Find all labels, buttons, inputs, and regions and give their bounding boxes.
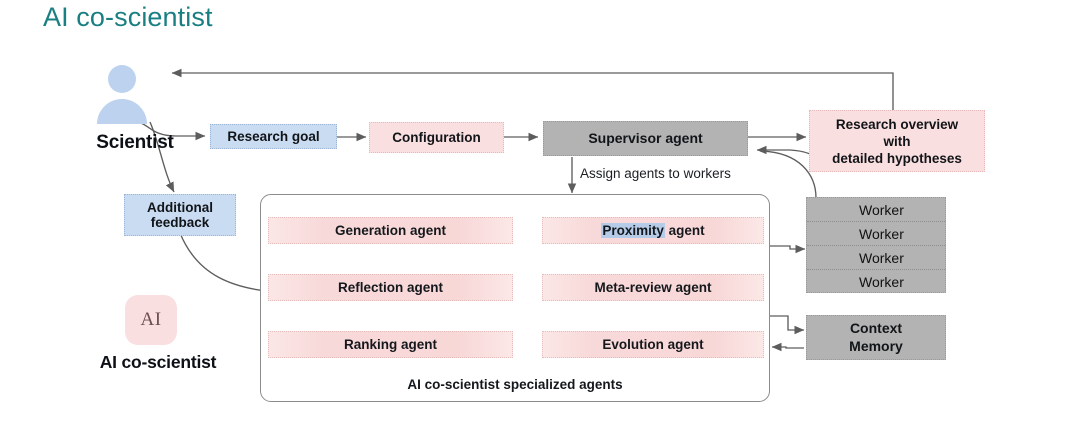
node-generation-agent-label: Generation agent	[334, 223, 447, 238]
worker-row-label: Worker	[859, 201, 904, 218]
node-configuration-label: Configuration	[392, 129, 481, 145]
node-context-memory[interactable]: Context Memory	[806, 315, 946, 360]
node-research-goal[interactable]: Research goal	[210, 124, 337, 149]
node-supervisor-agent-label: Supervisor agent	[588, 129, 703, 146]
node-proximity-agent[interactable]: Proximity agent	[542, 217, 764, 244]
worker-row: Worker	[807, 198, 945, 222]
ai-logo: AI	[125, 295, 177, 345]
worker-row: Worker	[807, 246, 945, 270]
agents-panel: Generation agent Proximity agent Reflect…	[260, 194, 770, 402]
node-research-overview-line2: with	[883, 133, 911, 149]
brand-label: AI co-scientist	[99, 352, 217, 372]
scientist-icon	[94, 65, 150, 124]
node-reflection-agent-label: Reflection agent	[337, 280, 443, 295]
node-proximity-agent-selected-label: Proximity	[601, 223, 665, 238]
page-title: AI co-scientist	[43, 2, 213, 32]
node-research-goal-label: Research goal	[227, 128, 320, 144]
agents-panel-caption: AI co-scientist specialized agents	[407, 377, 623, 392]
node-evolution-agent[interactable]: Evolution agent	[542, 331, 764, 358]
node-additional-feedback-line2: feedback	[150, 215, 210, 230]
node-generation-agent[interactable]: Generation agent	[268, 217, 513, 244]
node-research-overview-line1: Research overview	[835, 116, 959, 132]
worker-row-label: Worker	[859, 225, 904, 242]
node-ranking-agent[interactable]: Ranking agent	[268, 331, 513, 358]
scientist-label: Scientist	[96, 132, 174, 153]
node-worker-stack[interactable]: Worker Worker Worker Worker	[806, 197, 946, 293]
node-evolution-agent-label: Evolution agent	[602, 337, 704, 352]
worker-row-label: Worker	[859, 249, 904, 266]
edge-label-assign: Assign agents to workers	[580, 166, 731, 181]
node-meta-review-agent-label: Meta-review agent	[594, 280, 712, 295]
worker-row: Worker	[807, 270, 945, 294]
worker-row: Worker	[807, 222, 945, 246]
node-additional-feedback-line1: Additional	[147, 199, 213, 215]
node-supervisor-agent[interactable]: Supervisor agent	[543, 121, 748, 156]
node-research-overview-line3: detailed hypotheses	[832, 150, 962, 166]
node-configuration[interactable]: Configuration	[369, 122, 504, 153]
worker-row-label: Worker	[859, 274, 904, 290]
node-ranking-agent-label: Ranking agent	[343, 337, 437, 352]
node-meta-review-agent[interactable]: Meta-review agent	[542, 274, 764, 301]
node-additional-feedback[interactable]: Additional feedback	[124, 194, 236, 236]
node-reflection-agent[interactable]: Reflection agent	[268, 274, 513, 301]
node-context-memory-line2: Memory	[849, 337, 903, 354]
node-context-memory-line1: Context	[849, 320, 903, 337]
node-proximity-agent-rest-label: agent	[664, 223, 705, 238]
node-research-overview[interactable]: Research overview with detailed hypothes…	[809, 110, 985, 172]
